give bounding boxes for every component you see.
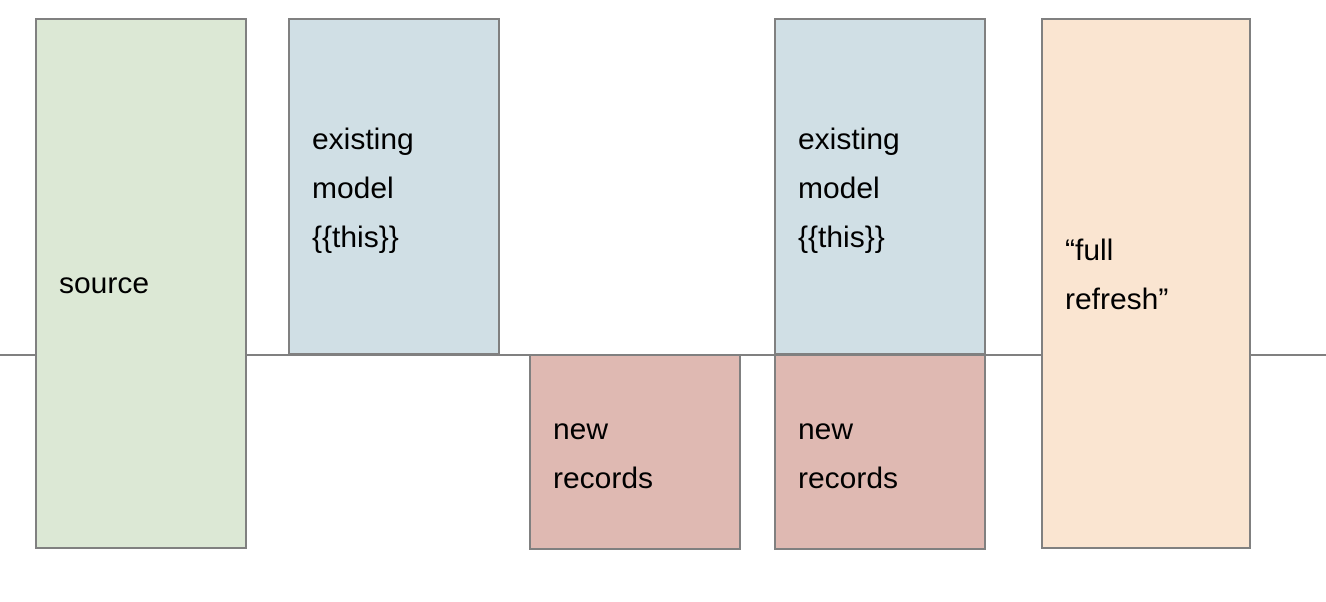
box-new-records-2[interactable]: new records [774,354,986,550]
box-existing-model-1[interactable]: existing model {{this}} [288,18,500,355]
box-full-refresh-label: “full refresh” [1065,233,1169,316]
box-source-label: source [59,267,150,300]
box-full-refresh[interactable]: “full refresh” [1041,18,1251,549]
box-existing-model-2[interactable]: existing model {{this}} [774,18,986,355]
box-existing-model-2-label: existing model {{this}} [798,123,900,254]
box-new-records-2-label: new records [798,413,899,495]
box-existing-model-1-label: existing model {{this}} [312,123,414,254]
box-new-records-1[interactable]: new records [529,354,741,550]
box-new-records-1-label: new records [553,413,654,495]
box-source[interactable]: source [35,18,247,549]
